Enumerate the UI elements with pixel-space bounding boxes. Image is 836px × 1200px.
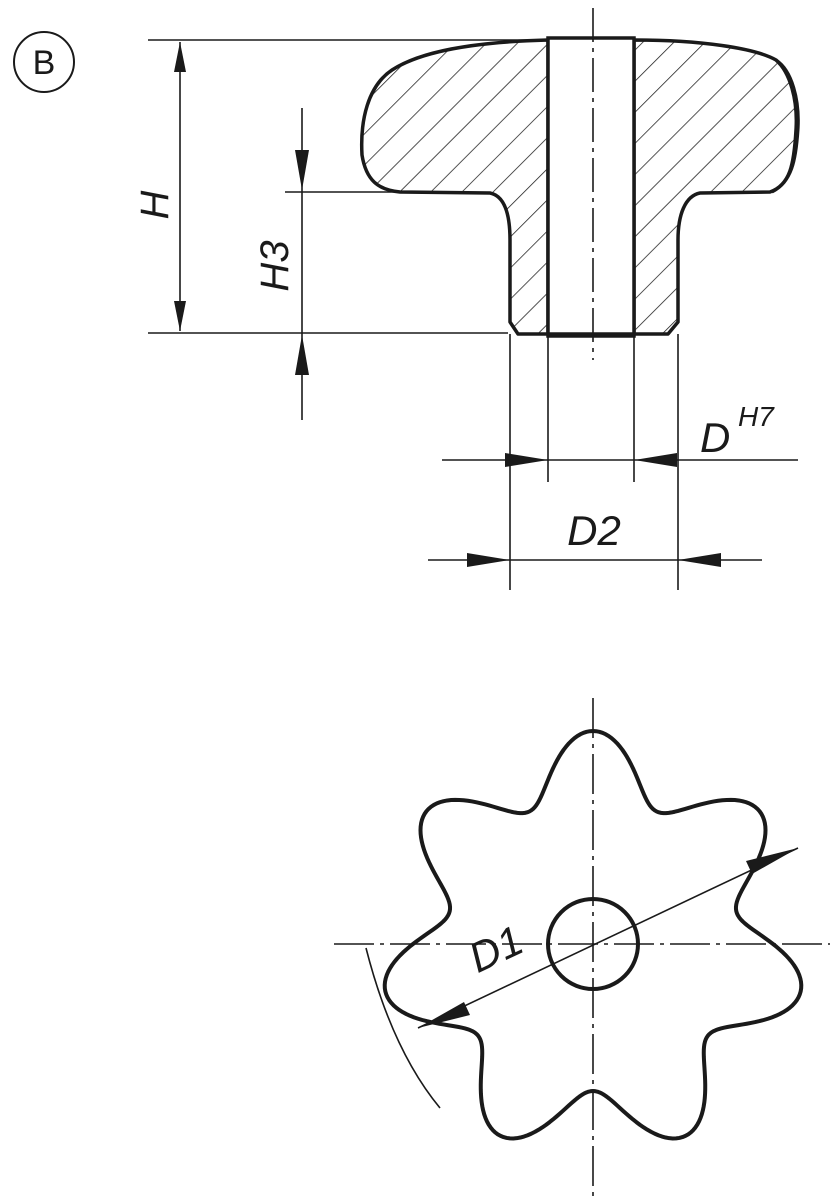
dim-label-H3: H3 [253,240,297,291]
d1-construction-arc [365,947,441,1109]
dim-label-D1: D1 [462,916,531,981]
center-hole [546,897,640,991]
knob-lobed-outline [382,729,804,1141]
dim-label-D-tolerance: H7 [738,401,775,432]
view-label: B [13,31,75,93]
dim-line-D1 [417,847,799,1029]
dim-label-H: H [133,190,177,219]
knob-section-right [632,38,799,336]
knob-section-left [359,38,550,336]
section-view: H H3 D H7 D2 [133,8,800,590]
knob-rim-outline [771,58,800,194]
dim-label-D: D [700,414,730,461]
bore [546,36,636,338]
view-label-text: B [33,44,56,82]
top-view: D1 [334,698,830,1196]
dim-label-D2: D2 [567,507,621,554]
